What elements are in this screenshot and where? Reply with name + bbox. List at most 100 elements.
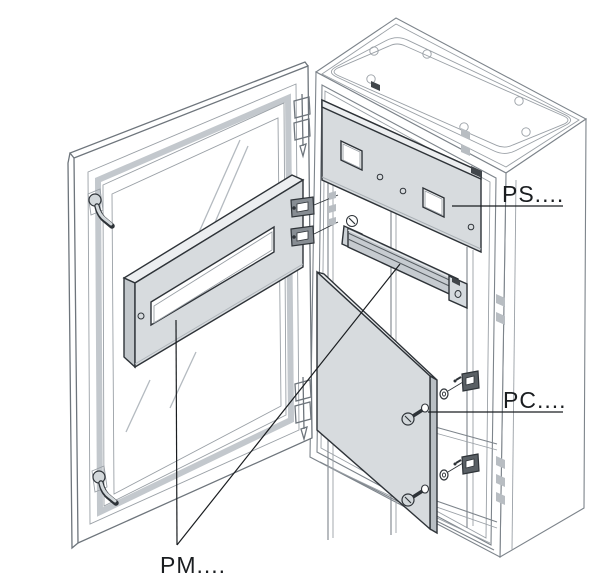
screw-slot	[404, 415, 412, 423]
pc-washer-bottom	[439, 462, 464, 481]
screw-icon	[514, 96, 524, 106]
pm-panel-shadow-line	[134, 263, 304, 365]
screw-washer	[420, 484, 430, 494]
cross-rail-line	[427, 424, 498, 445]
rail-end-clip	[452, 277, 460, 286]
vent-hole	[496, 492, 505, 505]
rail-profile-line	[347, 238, 459, 291]
pc-washer-top	[439, 381, 464, 400]
cross-rail-line	[427, 430, 498, 451]
cross-rail-line	[427, 503, 498, 529]
ps-cutout	[340, 139, 363, 172]
cabinet-right-inner-line	[511, 179, 517, 551]
door-hinge-top	[293, 93, 311, 159]
clamp-target-marks	[329, 191, 336, 226]
rail-profile-line	[347, 232, 459, 285]
cross-rail-line	[427, 497, 498, 523]
washer-hole	[441, 472, 447, 478]
frame-clip	[371, 81, 380, 91]
ps-panel-top-flange	[321, 98, 482, 181]
bracket-screw-head	[453, 462, 457, 466]
vent-hole	[461, 144, 470, 156]
leader-line-pm-panel	[175, 319, 178, 546]
roof-plate-inner	[333, 43, 569, 148]
target-mark	[329, 191, 336, 200]
pm-hole	[137, 312, 145, 320]
ps-hole	[376, 173, 384, 181]
pm-clamp-top	[290, 194, 339, 218]
rail-fixing-screw	[346, 215, 358, 227]
ps-cutout	[422, 186, 445, 219]
pc-panel-face	[316, 270, 431, 531]
bracket-slot	[465, 375, 475, 386]
washer-hole	[441, 391, 447, 397]
door-glass	[111, 117, 282, 495]
lever-arm-fill	[99, 481, 117, 503]
ps-panel	[321, 98, 482, 254]
shine-line	[125, 379, 151, 433]
pc-screw-top	[401, 403, 430, 426]
door-thickness-left	[67, 152, 79, 550]
clamp-screw	[292, 206, 296, 210]
interior-cross-rails	[427, 424, 498, 529]
mount-line	[447, 462, 464, 473]
clamp-slot	[296, 201, 309, 213]
pc-panel-right-edge	[429, 374, 438, 535]
pc-bracket-bottom	[453, 453, 480, 475]
vent-hole	[496, 456, 505, 469]
roof-plate-outer	[330, 37, 572, 154]
screw-washer	[420, 403, 430, 413]
pm-slot-depth	[153, 231, 273, 324]
pc-screw-bottom	[401, 484, 430, 507]
washer	[439, 388, 449, 400]
clamp-screw	[292, 235, 296, 239]
ps-cutout-depth	[424, 190, 443, 216]
bracket-screw-head	[453, 379, 457, 383]
label-pc: PC....	[503, 387, 567, 413]
shine-line	[169, 351, 197, 409]
door-gasket	[94, 93, 295, 517]
vent-hole	[496, 474, 505, 487]
clamp-slot	[296, 230, 309, 242]
door-lock-lever-top	[87, 188, 115, 229]
screw-icon	[422, 49, 432, 59]
ps-hole	[467, 223, 475, 231]
frame-vent-holes	[461, 128, 505, 505]
hinge-pin-tip	[300, 426, 308, 442]
leader-line-pm-rail	[176, 263, 401, 546]
screw-slot	[404, 496, 412, 504]
annotations: PS.... PC.... PM....	[160, 181, 567, 578]
pm-panel	[122, 174, 339, 369]
vent-hole	[461, 128, 470, 140]
screw-icon	[521, 127, 531, 137]
lever-arm-fill	[95, 204, 113, 226]
pc-blind-panel	[316, 270, 480, 535]
mount-line	[447, 381, 464, 392]
label-pm: PM....	[160, 552, 226, 578]
washer	[439, 469, 449, 481]
door-thickness-top	[68, 61, 309, 159]
rail-right-plate	[448, 274, 468, 310]
bracket-slot	[465, 458, 475, 469]
ps-panel-shadow-line	[321, 176, 482, 250]
hinge-knuckle	[293, 118, 311, 141]
din-rail	[341, 215, 468, 310]
target-mark	[329, 204, 336, 213]
door-inner-face-line	[87, 83, 300, 525]
hinge-pin-tip	[299, 143, 307, 159]
door-lock-lever-bottom	[91, 465, 119, 506]
hinge-knuckle	[293, 96, 311, 119]
ps-hole	[399, 187, 407, 195]
door-gasket-edge	[102, 102, 287, 507]
pm-clamp-bottom	[290, 221, 339, 247]
screw-icon	[369, 46, 379, 56]
ps-corner-clip	[471, 166, 482, 178]
ps-cutout-depth	[342, 143, 361, 169]
rail-highlight-line	[347, 229, 459, 282]
pc-bracket-top	[453, 370, 480, 392]
target-mark	[329, 217, 336, 226]
pm-slot-cutout	[150, 225, 275, 327]
bracket-screw	[455, 376, 462, 381]
vent-hole	[496, 294, 505, 307]
